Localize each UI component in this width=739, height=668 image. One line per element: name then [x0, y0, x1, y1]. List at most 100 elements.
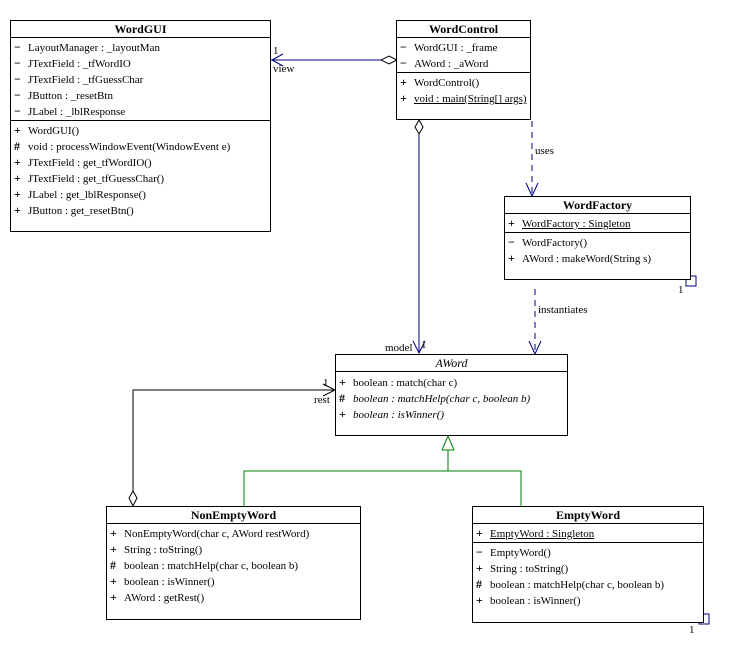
- member-signature: String : toString(): [124, 544, 203, 556]
- member-signature: JTextField : _tfWordIO: [28, 58, 131, 70]
- visibility-marker: #: [476, 577, 482, 591]
- visibility-marker: +: [14, 155, 21, 169]
- class-name: AWord: [336, 355, 567, 372]
- class-member: + boolean : isWinner(): [107, 573, 360, 589]
- visibility-marker: +: [110, 574, 117, 588]
- member-signature: boolean : isWinner(): [124, 576, 215, 588]
- visibility-marker: −: [14, 88, 21, 102]
- member-signature: AWord : _aWord: [414, 58, 489, 70]
- visibility-marker: +: [339, 407, 346, 421]
- visibility-marker: +: [339, 375, 346, 389]
- class-member: #void : processWindowEvent(WindowEvent e…: [11, 138, 270, 154]
- member-signature: boolean : isWinner(): [353, 409, 445, 421]
- visibility-marker: −: [508, 235, 515, 249]
- visibility-marker: +: [110, 542, 117, 556]
- visibility-marker: +: [476, 561, 483, 575]
- class-member: + String : toString(): [473, 560, 703, 576]
- member-signature: WordGUI : _frame: [414, 42, 498, 54]
- class-name: EmptyWord: [473, 507, 703, 524]
- attributes-section: +EmptyWord : Singleton: [473, 524, 703, 543]
- member-signature: boolean : match(char c): [353, 377, 458, 389]
- class-member: + boolean : match(char c): [336, 374, 567, 390]
- member-signature: JButton : _resetBtn: [28, 90, 113, 102]
- member-signature: boolean : isWinner(): [490, 595, 581, 607]
- attributes-section: −WordGUI : _frame−AWord : _aWord: [397, 38, 530, 73]
- visibility-marker: −: [14, 40, 21, 54]
- member-signature: JButton : get_resetBtn(): [28, 205, 134, 217]
- visibility-marker: −: [400, 56, 407, 70]
- member-signature: JTextField : _tfGuessChar: [28, 74, 144, 86]
- visibility-marker: +: [400, 91, 407, 105]
- class-member: −JLabel : _lblResponse: [11, 103, 270, 119]
- methods-section: −EmptyWord()+String : toString()#boolean…: [473, 543, 703, 609]
- visibility-marker: +: [14, 203, 21, 217]
- class-member: +EmptyWord : Singleton: [473, 525, 703, 541]
- uses-dependency: [525, 121, 539, 198]
- methods-section: +NonEmptyWord(char c, AWord restWord)+St…: [107, 524, 360, 606]
- visibility-marker: +: [14, 171, 21, 185]
- member-signature: WordGUI(): [28, 125, 80, 137]
- class-aword[interactable]: AWord + boolean : match(char c) # boolean :…: [335, 354, 568, 436]
- class-wordfactory[interactable]: WordFactory + WordFactory : Singleton −Wo…: [504, 196, 691, 280]
- wordfactory-multiplicity: 1: [678, 284, 684, 296]
- visibility-marker: +: [110, 590, 117, 604]
- member-signature: WordFactory : Singleton: [522, 218, 631, 230]
- member-signature: AWord : makeWord(String s): [522, 253, 652, 265]
- class-member: +JTextField : get_tfGuessChar(): [11, 170, 270, 186]
- instantiates-label: instantiates: [538, 304, 588, 316]
- methods-section: + WordGUI()#void : processWindowEvent(Win…: [11, 121, 270, 219]
- class-member: + WordGUI(): [11, 122, 270, 138]
- member-signature: WordControl(): [414, 77, 480, 89]
- view-role-label: view: [273, 63, 295, 75]
- class-nonemptyword[interactable]: NonEmptyWord +NonEmptyWord(char c, AWord…: [106, 506, 361, 620]
- class-member: −JTextField : _tfWordIO: [11, 55, 270, 71]
- model-association: [412, 118, 426, 355]
- class-member: + AWord : getRest(): [107, 589, 360, 605]
- member-signature: JTextField : get_tfWordIO(): [28, 157, 152, 169]
- class-member: #boolean : matchHelp(char c, boolean b): [473, 576, 703, 592]
- class-wordgui[interactable]: WordGUI −LayoutManager : _layoutMan−JTex…: [10, 20, 271, 232]
- wordfactory-self-mark: [685, 275, 697, 287]
- class-member: # boolean : matchHelp(char c, boolean b): [336, 390, 567, 406]
- visibility-marker: #: [110, 558, 116, 572]
- class-member: −JButton : _resetBtn: [11, 87, 270, 103]
- class-name: NonEmptyWord: [107, 507, 360, 524]
- member-signature: void : processWindowEvent(WindowEvent e): [28, 141, 231, 153]
- class-name: WordFactory: [505, 197, 690, 214]
- member-signature: JLabel : _lblResponse: [28, 106, 126, 118]
- class-member: +void : main(String[] args): [397, 90, 530, 106]
- methods-section: −WordFactory() + AWord : makeWord(String s…: [505, 233, 690, 267]
- visibility-marker: −: [476, 545, 483, 559]
- class-member: + AWord : makeWord(String s): [505, 250, 690, 266]
- class-wordcontrol[interactable]: WordControl −WordGUI : _frame−AWord : _a…: [396, 20, 531, 120]
- class-emptyword[interactable]: EmptyWord +EmptyWord : Singleton −EmptyW…: [472, 506, 704, 623]
- member-signature: LayoutManager : _layoutMan: [28, 42, 160, 54]
- visibility-marker: −: [14, 56, 21, 70]
- uses-label: uses: [535, 145, 554, 157]
- member-signature: AWord : getRest(): [124, 592, 205, 604]
- class-member: +boolean : isWinner(): [473, 592, 703, 608]
- visibility-marker: +: [14, 123, 21, 137]
- visibility-marker: −: [14, 72, 21, 86]
- class-member: −JTextField : _tfGuessChar: [11, 71, 270, 87]
- rest-multiplicity: 1: [323, 377, 329, 389]
- visibility-marker: +: [508, 251, 515, 265]
- model-multiplicity: 1: [421, 339, 427, 351]
- class-name: WordControl: [397, 21, 530, 38]
- member-signature: boolean : matchHelp(char c, boolean b): [353, 393, 531, 405]
- member-signature: JLabel : get_lblResponse(): [28, 189, 146, 201]
- class-member: +WordControl(): [397, 74, 530, 90]
- attributes-section: + WordFactory : Singleton: [505, 214, 690, 233]
- member-signature: String : toString(): [490, 563, 569, 575]
- visibility-marker: #: [339, 391, 345, 405]
- class-member: #boolean : matchHelp(char c, boolean b): [107, 557, 360, 573]
- class-member: + JButton : get_resetBtn(): [11, 202, 270, 218]
- methods-section: + boolean : match(char c) # boolean : match…: [336, 372, 567, 423]
- class-member: +NonEmptyWord(char c, AWord restWord): [107, 525, 360, 541]
- attributes-section: −LayoutManager : _layoutMan−JTextField :…: [11, 38, 270, 121]
- visibility-marker: +: [508, 216, 515, 230]
- rest-association: [128, 383, 337, 508]
- rest-role-label: rest: [314, 394, 330, 406]
- member-signature: WordFactory(): [522, 237, 588, 249]
- class-member: −WordGUI : _frame: [397, 39, 530, 55]
